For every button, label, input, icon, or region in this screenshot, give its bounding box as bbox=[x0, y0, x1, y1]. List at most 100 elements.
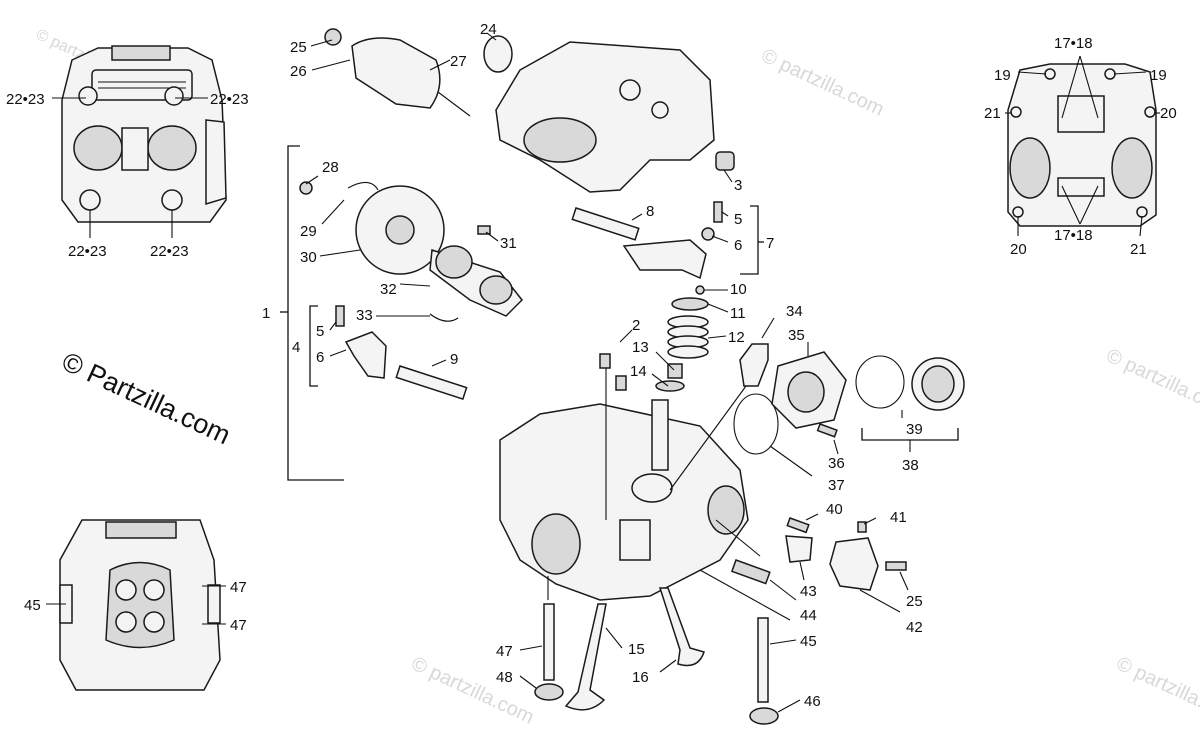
label-44: 44 bbox=[800, 607, 817, 624]
label-48: 48 bbox=[496, 669, 513, 686]
exhaust-valve bbox=[564, 603, 607, 711]
label-47a: 47 bbox=[230, 579, 247, 596]
clamp-39a bbox=[855, 355, 905, 409]
adjuster-screw-lower bbox=[335, 305, 345, 327]
label-9: 9 bbox=[450, 351, 458, 368]
temp-sensor-44 bbox=[730, 559, 771, 585]
callout-labels: 1 2 3 4 5 5 6 6 7 8 9 10 11 12 13 14 15 … bbox=[6, 21, 1177, 710]
watermark-1: © partzilla.com bbox=[758, 45, 887, 121]
watermark-4: © partzilla.com bbox=[1113, 653, 1200, 729]
label-45b: 45 bbox=[800, 633, 817, 650]
label-40: 40 bbox=[826, 501, 843, 518]
label-2: 2 bbox=[632, 317, 640, 334]
label-20a: 20 bbox=[1160, 105, 1177, 122]
bolt-36 bbox=[816, 423, 838, 438]
label-22-23a: 22•23 bbox=[6, 91, 45, 108]
label-11: 11 bbox=[730, 305, 746, 322]
rocker-shaft-upper bbox=[571, 207, 640, 241]
stud-45 bbox=[757, 617, 769, 703]
label-22-23d: 22•23 bbox=[150, 243, 189, 260]
bleed-screw-41 bbox=[857, 521, 867, 533]
label-5a: 5 bbox=[734, 211, 742, 228]
cylinder-head bbox=[499, 399, 749, 601]
nut-46 bbox=[749, 707, 779, 725]
brand-text: © Partzilla.com bbox=[57, 346, 235, 450]
label-19b: 19 bbox=[1150, 67, 1167, 84]
intake-valve bbox=[658, 587, 705, 667]
label-36: 36 bbox=[828, 455, 845, 472]
label-30: 30 bbox=[300, 249, 317, 266]
label-39: 39 bbox=[906, 421, 923, 438]
label-1: 1 bbox=[262, 305, 270, 322]
label-32: 32 bbox=[380, 281, 397, 298]
label-6a: 6 bbox=[734, 237, 742, 254]
label-35: 35 bbox=[788, 327, 805, 344]
label-42: 42 bbox=[906, 619, 923, 636]
dowel-2b bbox=[615, 375, 627, 391]
valve-spring bbox=[667, 315, 709, 359]
label-7: 7 bbox=[766, 235, 774, 252]
label-8: 8 bbox=[646, 203, 654, 220]
label-20b: 20 bbox=[1010, 241, 1027, 258]
watermark-3: © partzilla.com bbox=[408, 653, 537, 729]
label-16: 16 bbox=[632, 669, 649, 686]
stud-47 bbox=[543, 603, 555, 681]
bolt-25-housing bbox=[885, 561, 907, 571]
label-47c: 47 bbox=[496, 643, 513, 660]
head-top-view-left bbox=[61, 45, 227, 223]
label-34: 34 bbox=[786, 303, 803, 320]
pin-40 bbox=[786, 517, 810, 534]
head-bottom-view bbox=[59, 519, 221, 691]
label-21a: 21 bbox=[984, 105, 1001, 122]
label-13: 13 bbox=[632, 339, 649, 356]
retainer-11 bbox=[671, 297, 709, 311]
label-5b: 5 bbox=[316, 323, 324, 340]
plug-3 bbox=[715, 151, 735, 171]
o-ring-37 bbox=[733, 393, 779, 455]
label-41: 41 bbox=[890, 509, 907, 526]
label-31: 31 bbox=[500, 235, 517, 252]
label-37: 37 bbox=[828, 477, 845, 494]
label-46: 46 bbox=[804, 693, 821, 710]
spring-seat-14 bbox=[655, 380, 685, 392]
head-top-view-right bbox=[1007, 63, 1157, 227]
label-25b: 25 bbox=[906, 593, 923, 610]
bolt-25-top bbox=[324, 28, 342, 46]
valve-cover bbox=[495, 41, 715, 193]
label-12: 12 bbox=[728, 329, 745, 346]
label-6b: 6 bbox=[316, 349, 324, 366]
label-10: 10 bbox=[730, 281, 747, 298]
nut-48 bbox=[534, 683, 564, 701]
label-14: 14 bbox=[630, 363, 647, 380]
label-43: 43 bbox=[800, 583, 817, 600]
spark-plug bbox=[739, 343, 769, 387]
rocker-shaft-lower bbox=[395, 365, 468, 400]
label-3: 3 bbox=[734, 177, 742, 194]
rocker-arm-upper bbox=[622, 239, 707, 280]
dowel-2a bbox=[599, 353, 611, 369]
thermostat bbox=[785, 535, 813, 563]
label-45a: 45 bbox=[24, 597, 41, 614]
thermostat-housing bbox=[829, 537, 879, 591]
label-26: 26 bbox=[290, 63, 307, 80]
rocker-arm-lower bbox=[344, 331, 387, 379]
label-15: 15 bbox=[628, 641, 645, 658]
pin-31 bbox=[477, 225, 491, 235]
label-38: 38 bbox=[902, 457, 919, 474]
label-25a: 25 bbox=[290, 39, 307, 56]
label-22-23b: 22•23 bbox=[210, 91, 249, 108]
label-47b: 47 bbox=[230, 617, 247, 634]
label-24: 24 bbox=[480, 21, 497, 38]
label-22-23c: 22•23 bbox=[68, 243, 107, 260]
label-17-18b: 17•18 bbox=[1054, 227, 1093, 244]
label-4: 4 bbox=[292, 339, 300, 356]
watermark-2: © partzilla.com bbox=[1103, 345, 1200, 421]
breather-ring bbox=[483, 35, 513, 73]
cotter-10 bbox=[695, 285, 705, 295]
label-19a: 19 bbox=[994, 67, 1011, 84]
label-28: 28 bbox=[322, 159, 339, 176]
label-17-18a: 17•18 bbox=[1054, 35, 1093, 52]
label-33: 33 bbox=[356, 307, 373, 324]
label-29: 29 bbox=[300, 223, 317, 240]
